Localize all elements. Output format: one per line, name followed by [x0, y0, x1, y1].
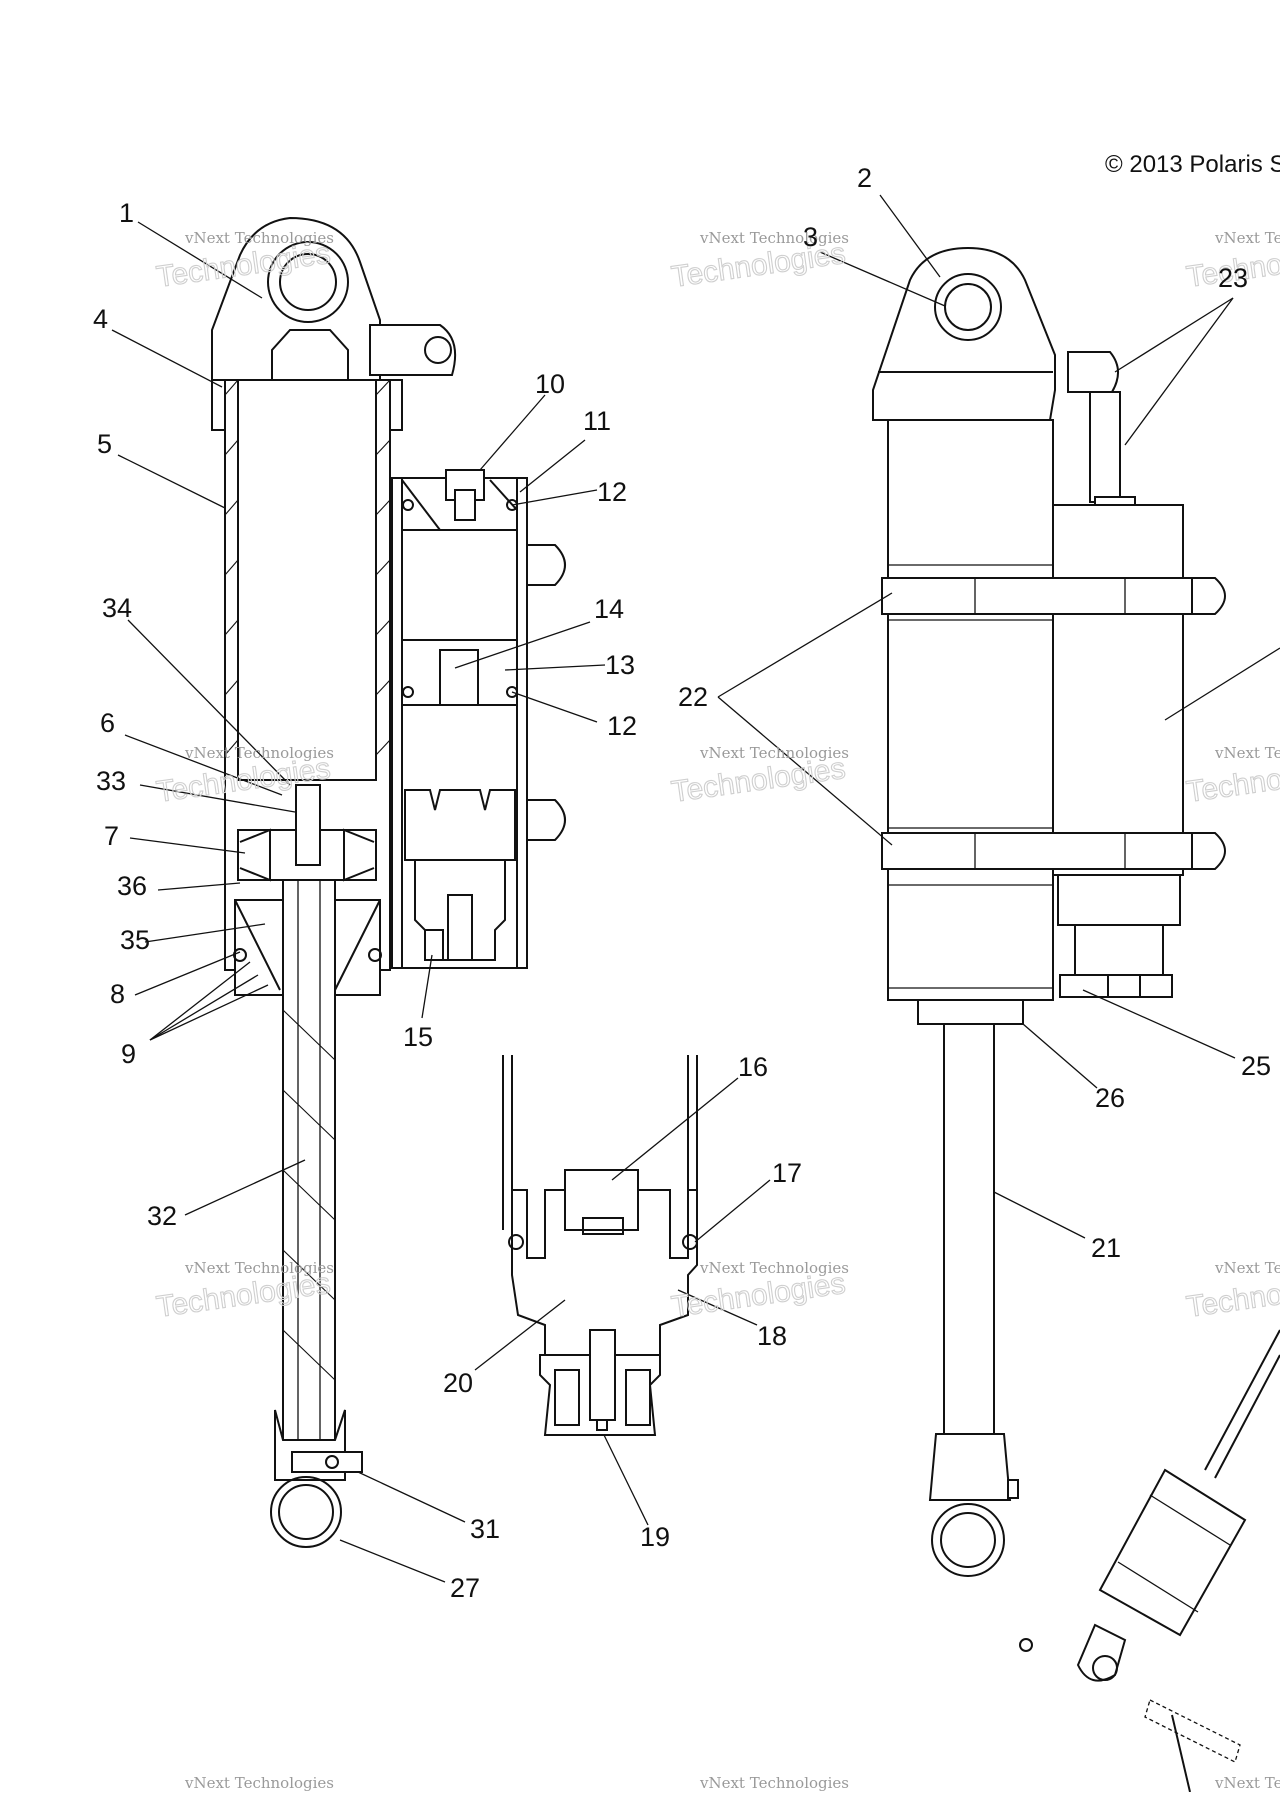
callout-label: 6 [100, 708, 115, 738]
callout-label: 33 [96, 766, 126, 796]
callout-label: 11 [583, 406, 611, 436]
callout-label: 13 [605, 650, 635, 680]
watermark: vNext Technologies Technologies [1184, 1259, 1280, 1324]
callout-label: 22 [678, 682, 708, 712]
callout-labels: 1 2 3 4 5 6 7 8 9 10 11 12 12 13 14 15 1… [93, 163, 1271, 1603]
watermark: vNext Technologies Technologies [1184, 744, 1280, 809]
left-shock-cutaway [211, 216, 456, 1548]
svg-text:vNext Technologies: vNext Technologies [184, 1774, 334, 1792]
callout-label: 23 [1218, 263, 1248, 293]
callout-label: 10 [535, 369, 565, 399]
svg-text:vNext Technologies: vNext Technologies [1214, 744, 1280, 762]
reservoir-cutaway [391, 469, 566, 969]
callout-label: 14 [594, 594, 624, 624]
watermark: vNext Technologies Technologies [669, 1259, 849, 1324]
svg-text:vNext Technologies: vNext Technologies [184, 744, 334, 762]
watermark: vNext Technologies Technologies [669, 229, 849, 294]
callout-label: 15 [403, 1022, 433, 1052]
right-shock-external [872, 246, 1226, 1577]
svg-text:vNext Technologies: vNext Technologies [699, 1259, 849, 1277]
callout-label: 7 [104, 821, 119, 851]
watermark: vNext Technologies [184, 1774, 334, 1792]
callout-label: 9 [121, 1039, 136, 1069]
watermark: vNext Technologies Technologies [669, 744, 849, 809]
leader-lines [111, 194, 1280, 1583]
callout-label: 17 [772, 1158, 802, 1188]
callout-label: 25 [1241, 1051, 1271, 1081]
svg-text:vNext Technologies: vNext Technologies [1214, 1774, 1280, 1792]
callout-label: 34 [102, 593, 132, 623]
svg-text:vNext Technologies: vNext Technologies [1214, 1259, 1280, 1277]
callout-label: 16 [738, 1052, 768, 1082]
callout-label: 1 [119, 198, 134, 228]
callout-label: 31 [470, 1514, 500, 1544]
callout-label: 2 [857, 163, 872, 193]
callout-label: 12 [607, 711, 637, 741]
svg-text:vNext Technologies: vNext Technologies [184, 229, 334, 247]
copyright-notice: © 2013 Polaris S [1105, 151, 1280, 178]
watermark: vNext Technologies [1214, 1774, 1280, 1792]
callout-label: 21 [1091, 1233, 1121, 1263]
callout-label: 3 [803, 222, 818, 252]
callout-label: 19 [640, 1522, 670, 1552]
svg-text:vNext Technologies: vNext Technologies [699, 1774, 849, 1792]
callout-label: 26 [1095, 1083, 1125, 1113]
watermark: vNext Technologies [699, 1774, 849, 1792]
callout-label: 20 [443, 1368, 473, 1398]
callout-label: 4 [93, 304, 108, 334]
svg-text:vNext Technologies: vNext Technologies [699, 744, 849, 762]
shaft-hatch [282, 1009, 336, 1381]
callout-label: 8 [110, 979, 125, 1009]
svg-text:vNext Technologies: vNext Technologies [699, 229, 849, 247]
svg-text:vNext Technologies: vNext Technologies [1214, 229, 1280, 247]
tube-wall-hatch [224, 379, 391, 756]
callout-label: 35 [120, 925, 150, 955]
callout-label: 18 [757, 1321, 787, 1351]
svg-text:vNext Technologies: vNext Technologies [184, 1259, 334, 1277]
detail-compression-adjuster [502, 1055, 698, 1436]
callout-label: 36 [117, 871, 147, 901]
callout-label: 12 [597, 477, 627, 507]
callout-label: 32 [147, 1201, 177, 1231]
callout-label: 5 [97, 429, 112, 459]
callout-label: 27 [450, 1573, 480, 1603]
inset-shock-small [1019, 1329, 1280, 1793]
